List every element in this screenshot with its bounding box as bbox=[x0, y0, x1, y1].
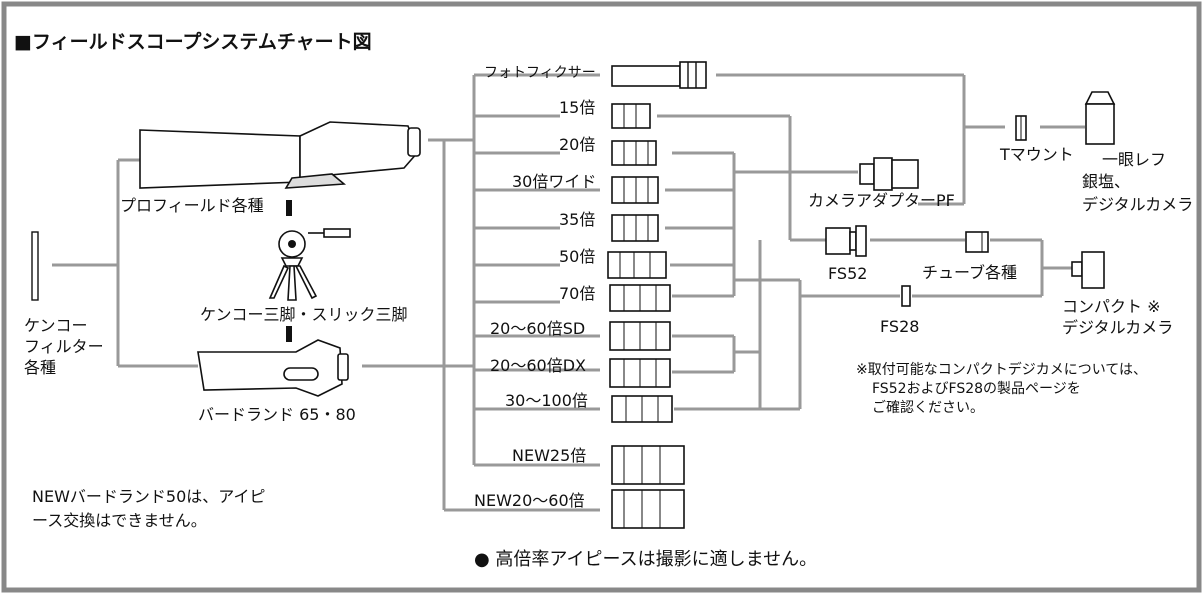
eyepiece-35x-label: 35倍 bbox=[559, 210, 595, 229]
compact-camera-note: ※取付可能なコンパクトデジカメについては、 FS52およびFS28の製品ページを… bbox=[856, 361, 1151, 416]
eyepiece-new25x-icon bbox=[611, 445, 685, 485]
tripod-label: ケンコー三脚・スリック三脚 bbox=[200, 305, 408, 324]
camera-adapter-pf-label: カメラアダプターPF bbox=[808, 191, 955, 210]
fs52-icon bbox=[825, 225, 867, 257]
mount-link-upper bbox=[286, 200, 292, 216]
filter-icon bbox=[31, 231, 39, 301]
filter-label: ケンコー フィルター 各種 bbox=[24, 316, 109, 377]
photo-fixer-label: フォトフィクサー bbox=[484, 65, 596, 81]
eyepiece-20x-icon bbox=[611, 140, 657, 166]
camera-adapter-pf-icon bbox=[859, 157, 919, 191]
fs28-label: FS28 bbox=[880, 317, 919, 336]
eyepiece-70x-icon bbox=[609, 284, 671, 312]
eyepiece-50x-label: 50倍 bbox=[559, 247, 595, 266]
compact-camera-label: コンパクト ※ デジタルカメラ bbox=[1062, 297, 1173, 337]
photo-fixer-icon bbox=[611, 61, 707, 89]
eyepiece-15x-label: 15倍 bbox=[559, 98, 595, 117]
birdland-label: バードランド 65・80 bbox=[198, 405, 356, 424]
mount-link-lower bbox=[286, 326, 292, 342]
eyepiece-30x-wide-label: 30倍ワイド bbox=[512, 172, 596, 191]
page-title: ■フィールドスコープシステムチャート図 bbox=[14, 30, 372, 53]
t-mount-icon bbox=[1015, 115, 1027, 141]
connection-lines bbox=[52, 73, 1085, 512]
eyepiece-50x-icon bbox=[607, 251, 667, 279]
eyepiece-sd-icon bbox=[609, 321, 671, 351]
tube-icon bbox=[965, 231, 989, 253]
profield-scope bbox=[139, 121, 421, 189]
eyepiece-icons bbox=[607, 103, 685, 529]
eyepiece-dx-label: 20〜60倍DX bbox=[490, 356, 586, 375]
eyepiece-30-100x-icon bbox=[611, 395, 673, 423]
eyepiece-new20-60x-label: NEW20〜60倍 bbox=[474, 491, 585, 510]
slr-camera-icon bbox=[1084, 91, 1116, 145]
slr-camera-label: 一眼レフ 銀塩、 デジタルカメラ bbox=[1082, 150, 1193, 214]
compact-camera-icon bbox=[1071, 251, 1105, 289]
birdland50-note: NEWバードランド50は、アイピ ース交換はできません。 bbox=[32, 487, 271, 530]
eyepiece-new20-60x-icon bbox=[611, 489, 685, 529]
tripod-icon bbox=[268, 228, 351, 301]
eyepiece-70x-label: 70倍 bbox=[559, 284, 595, 303]
eyepiece-dx-icon bbox=[609, 358, 671, 388]
eyepiece-sd-label: 20〜60倍SD bbox=[490, 319, 585, 338]
fs52-label: FS52 bbox=[828, 264, 867, 283]
birdland-scope bbox=[197, 339, 349, 397]
footer-note: ● 高倍率アイピースは撮影に適しません。 bbox=[474, 549, 817, 570]
eyepiece-15x-icon bbox=[611, 103, 651, 129]
tube-label: チューブ各種 bbox=[922, 263, 1017, 282]
fs28-icon bbox=[901, 285, 911, 307]
eyepiece-new25x-label: NEW25倍 bbox=[512, 446, 586, 465]
profield-label: プロフィールド各種 bbox=[120, 196, 264, 215]
eyepiece-30-100x-label: 30〜100倍 bbox=[505, 391, 588, 410]
eyepiece-30x-wide-icon bbox=[611, 176, 659, 204]
eyepiece-20x-label: 20倍 bbox=[559, 135, 595, 154]
t-mount-label: Tマウント bbox=[999, 145, 1074, 164]
eyepiece-35x-icon bbox=[611, 214, 659, 242]
